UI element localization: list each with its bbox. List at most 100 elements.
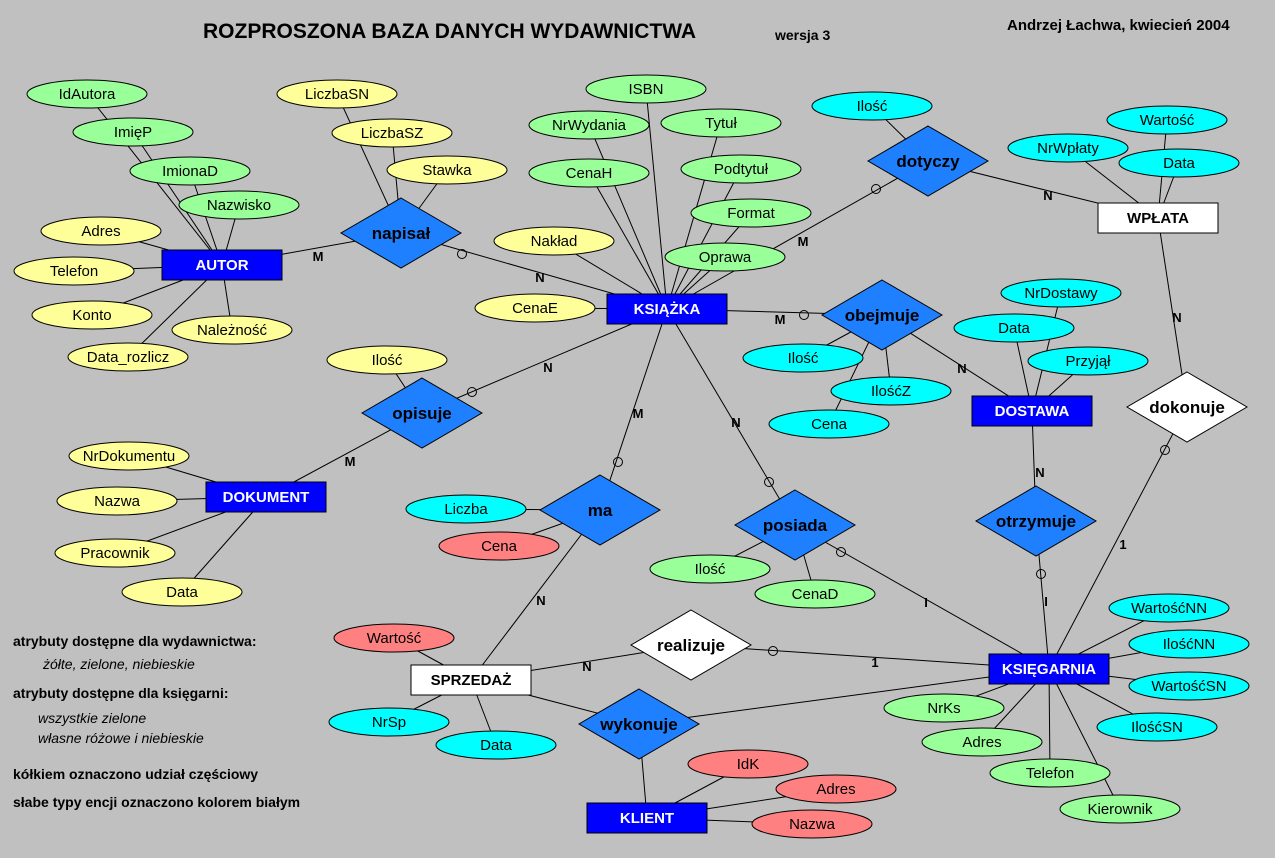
cardinality-label: N	[1172, 310, 1181, 325]
partial-participation-circle	[871, 184, 881, 194]
entity-ksiazka	[606, 293, 728, 325]
attribute-label: NrSp	[372, 714, 406, 731]
attribute-a_nrwydania	[528, 110, 650, 140]
attribute-label: Wartość	[1140, 112, 1195, 129]
attribute-a_ilosc_posiada	[649, 554, 771, 584]
attribute-label: IlośćZ	[871, 383, 911, 400]
connection-line-ma-sprzedaz	[470, 509, 601, 681]
relationship-dotyczy	[867, 125, 989, 197]
attribute-a_liczbasz	[331, 118, 453, 148]
partial-participation-circle	[613, 457, 623, 467]
connection-line-ksiazka-posiada	[666, 308, 796, 526]
legend-publisher-colors: żółte, zielone, niebieskie	[43, 656, 195, 672]
attribute-label: Ilość	[857, 98, 888, 115]
relationship-wykonuje	[578, 688, 700, 760]
attribute-label: Cena	[811, 416, 848, 433]
version-label: wersja 3	[775, 27, 831, 43]
attribute-label: NrDokumentu	[83, 448, 176, 465]
relationship-label: realizuje	[657, 636, 725, 655]
legend-bookstore-green: wszystkie zielone	[38, 710, 147, 726]
attribute-a_nazwa_klient	[751, 809, 873, 839]
connection-line-dokonuje-ksiegarnia	[1048, 406, 1188, 670]
attribute-a_adres_ksiegarnia	[921, 727, 1043, 757]
attribute-a_ilosc_obejmuje	[742, 343, 864, 373]
relationship-label: napisał	[372, 224, 431, 243]
attribute-a_iloscnn	[1128, 629, 1250, 659]
attribute-label: Kierownik	[1087, 801, 1153, 818]
entity-label: AUTOR	[195, 257, 248, 274]
attribute-a_nrsp	[328, 707, 450, 737]
attribute-link-a_data_dokument	[181, 496, 267, 593]
attribute-a_naleznosc	[171, 315, 293, 345]
entity-label: KSIĘGARNIA	[1002, 661, 1096, 678]
attribute-label: ImięP	[114, 124, 152, 141]
connection-line-ksiazka-opisuje	[421, 308, 668, 414]
relationship-ma	[539, 474, 661, 546]
attribute-label: Format	[727, 205, 775, 222]
attribute-a_cenah	[528, 158, 650, 188]
entity-ksiegarnia	[988, 653, 1110, 685]
attribute-a_cena_obejmuje	[768, 409, 890, 439]
title: ROZPROSZONA BAZA DANYCH WYDAWNICTWA	[203, 20, 697, 43]
relationship-obejmuje	[821, 279, 943, 351]
attribute-a_kierownik	[1059, 794, 1181, 824]
relationship-otrzymuje	[975, 485, 1097, 557]
attribute-label: Nazwa	[789, 816, 836, 833]
attribute-label: Data_rozlicz	[87, 349, 170, 366]
attribute-label: Oprawa	[699, 249, 752, 266]
attribute-label: Telefon	[50, 263, 98, 280]
attribute-label: IlośćSN	[1131, 719, 1183, 736]
attribute-label: Data	[480, 737, 512, 754]
attribute-a_pracownik	[54, 538, 176, 568]
partial-participation-circle	[768, 646, 778, 656]
attribute-a_ilosc_opisuje	[326, 345, 448, 375]
connection-line-ksiazka-ma	[599, 308, 668, 511]
attribute-label: Liczba	[444, 501, 488, 518]
entity-label: SPRZEDAŻ	[431, 672, 512, 689]
relationship-label: dotyczy	[896, 152, 960, 171]
attribute-a_datarozlicz	[67, 342, 189, 372]
cardinality-label: I	[924, 595, 928, 610]
attribute-label: NrDostawy	[1024, 285, 1098, 302]
attribute-label: Nazwisko	[207, 197, 271, 214]
attribute-a_adres_autor	[40, 216, 162, 246]
connection-line-ksiazka-dotyczy	[666, 160, 929, 310]
cardinality-label: M	[798, 234, 809, 249]
attribute-a_cena_ma	[438, 531, 560, 561]
relationship-label: posiada	[763, 516, 828, 535]
attribute-a_iloscz	[830, 376, 952, 406]
attribute-a_oprawa	[664, 242, 786, 272]
attribute-a_isbn	[585, 74, 707, 104]
attribute-label: IlośćNN	[1163, 636, 1216, 653]
attribute-link-a_nrwydania	[588, 124, 668, 310]
attribute-label: Telefon	[1026, 765, 1074, 782]
attribute-a_przyjal	[1027, 346, 1149, 376]
entity-label: KLIENT	[620, 810, 674, 827]
attribute-label: Adres	[816, 781, 855, 798]
cardinality-label: M	[775, 312, 786, 327]
attribute-label: Ilość	[372, 352, 403, 369]
cardinality-label: 1	[1119, 537, 1126, 552]
attribute-a_nazwisko	[178, 190, 300, 220]
relationship-label: obejmuje	[845, 306, 920, 325]
attribute-a_data_dokument	[121, 577, 243, 607]
attribute-a_telefon_ksiegarnia	[989, 758, 1111, 788]
attribute-a_data_dostawa	[953, 313, 1075, 343]
attribute-label: WartośćSN	[1151, 678, 1226, 695]
entity-dostawa	[971, 395, 1093, 427]
cardinality-label: N	[582, 659, 591, 674]
attribute-a_nazwa_dokument	[56, 486, 178, 516]
attribute-label: Tytuł	[705, 115, 737, 132]
attribute-label: NrKs	[927, 700, 960, 717]
attribute-link-a_isbn	[645, 88, 668, 310]
cardinality-label: N	[536, 593, 545, 608]
entity-label: DOSTAWA	[995, 403, 1070, 420]
attribute-a_cenae	[474, 293, 596, 323]
attribute-label: Przyjął	[1065, 353, 1111, 370]
cardinality-label: M	[345, 454, 356, 469]
cardinality-label: N	[731, 415, 740, 430]
partial-participation-circle	[1160, 445, 1170, 455]
legend-weak-note: słabe typy encji oznaczono kolorem biały…	[13, 794, 301, 810]
partial-participation-circle	[1036, 569, 1046, 579]
